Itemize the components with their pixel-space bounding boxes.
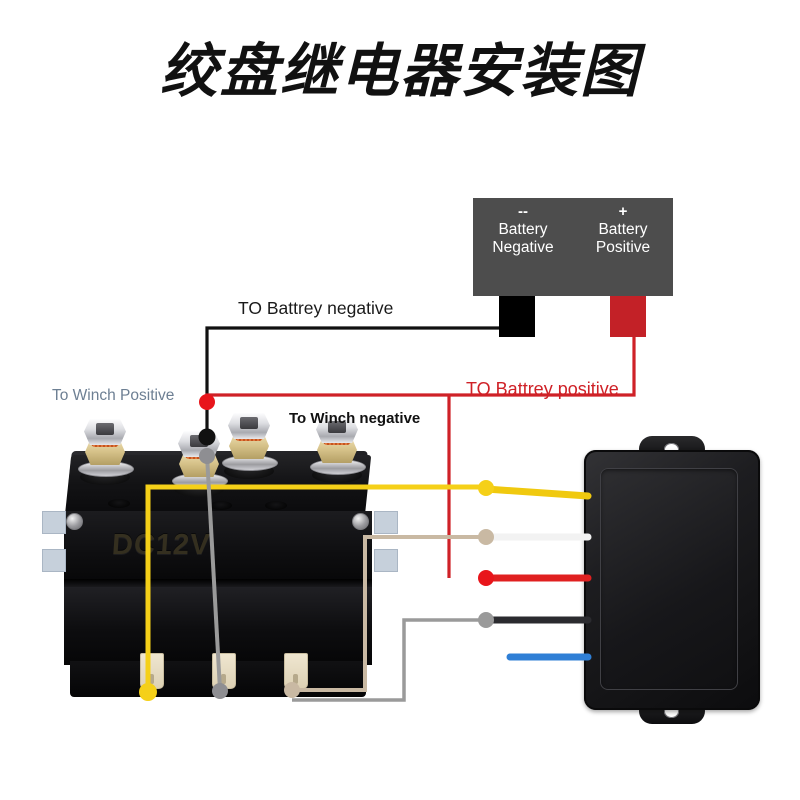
relay-spade-terminal-3 bbox=[284, 653, 308, 689]
relay-screw-left bbox=[66, 513, 83, 530]
battery-negative-sign: -- bbox=[518, 203, 528, 220]
battery-positive-wire bbox=[449, 337, 636, 397]
yellow-spade-connector bbox=[139, 683, 157, 701]
red-wire-connector-receiver bbox=[478, 570, 494, 586]
relay-mount-tab-right-upper bbox=[374, 511, 398, 534]
label-to-battery-negative: TO Battrey negative bbox=[238, 298, 394, 318]
receiver-yellow-wire bbox=[482, 485, 592, 500]
black-wire-connector bbox=[198, 428, 216, 446]
relay-spade-terminal-1 bbox=[140, 653, 164, 689]
relay-screw-right bbox=[352, 513, 369, 530]
label-to-battery-positive: TO Battrey positive bbox=[466, 379, 619, 399]
battery-negative-terminal-block bbox=[499, 296, 535, 337]
relay-mount-tab-right-lower bbox=[374, 549, 398, 572]
battery-positive-sign: + bbox=[618, 203, 628, 220]
page-title: 绞盘继电器安装图 bbox=[159, 39, 640, 104]
receiver-inset-panel bbox=[600, 468, 738, 690]
battery-positive-label-line2: Positive bbox=[595, 239, 651, 256]
wireless-receiver-box bbox=[584, 436, 760, 724]
battery-box: -- Battery Negative + Battery Positive bbox=[473, 198, 673, 296]
yellow-wire-path bbox=[145, 484, 486, 692]
gray-wire-top-connector bbox=[199, 448, 215, 464]
relay-vent-hole-2 bbox=[210, 501, 232, 510]
red-wire-connector-relay bbox=[199, 394, 215, 410]
tan-wire-path bbox=[292, 535, 486, 692]
battery-negative-column: -- Battery Negative bbox=[473, 204, 573, 257]
battery-negative-label-line2: Negative bbox=[492, 239, 554, 256]
battery-positive-terminal-block bbox=[610, 296, 646, 337]
white-wire-connector bbox=[478, 529, 494, 545]
gray-control-wire bbox=[205, 454, 222, 691]
relay-vent-hole-1 bbox=[108, 499, 130, 508]
relay-vent-hole-3 bbox=[265, 501, 287, 510]
gray-spade-connector bbox=[212, 683, 228, 699]
black-signal-wire-path bbox=[292, 618, 486, 702]
yellow-wire-connector bbox=[478, 480, 494, 496]
relay-seam bbox=[64, 579, 372, 589]
battery-negative-label-line1: Battery bbox=[498, 221, 548, 238]
label-to-winch-positive: To Winch Positive bbox=[52, 387, 175, 404]
relay-mount-tab-left-lower bbox=[42, 549, 66, 572]
relay-upper-body bbox=[64, 511, 372, 583]
black-signal-connector bbox=[478, 612, 494, 628]
label-to-winch-negative: To Winch negative bbox=[289, 410, 421, 427]
battery-positive-label-line1: Battery bbox=[598, 221, 648, 238]
battery-positive-column: + Battery Positive bbox=[573, 204, 673, 257]
relay-mount-tab-left-upper bbox=[42, 511, 66, 534]
tan-spade-connector bbox=[284, 682, 300, 698]
